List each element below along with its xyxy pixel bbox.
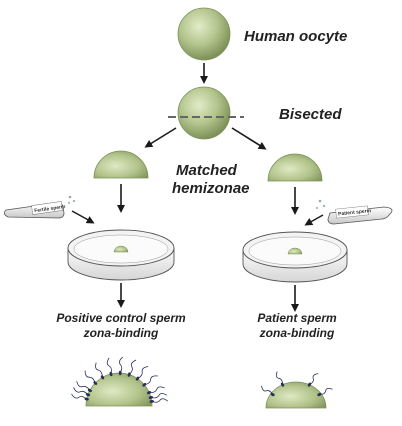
sperm-tail <box>95 362 103 378</box>
left-hemizona-icon <box>93 150 149 179</box>
matched-label-line1: Matched <box>176 162 238 179</box>
right-droplets-icon <box>316 199 326 209</box>
sperm-cell-icon <box>147 391 152 395</box>
sperm-tail <box>319 387 333 395</box>
sperm-tail <box>150 393 168 399</box>
matched-label-line2: hemizonae <box>172 180 250 197</box>
arrow-tube-right <box>304 214 324 226</box>
sperm-cell-icon <box>109 371 113 377</box>
right-result-hemizona-icon <box>265 381 327 409</box>
sperm-cell-icon <box>127 372 131 377</box>
sperm-tail <box>128 359 137 375</box>
sperm-tail <box>275 371 283 385</box>
bisected-oocyte-icon <box>177 86 231 140</box>
bisected-label: Bisected <box>279 106 342 123</box>
sperm-tail <box>84 370 96 384</box>
left-tube-label: Fertile sperm <box>34 204 66 214</box>
sperm-tail <box>73 387 89 395</box>
sperm-cell-icon <box>93 381 98 385</box>
sperm-cell-icon <box>270 392 275 397</box>
right-sperm-tube-icon: Patient sperm <box>327 205 393 225</box>
sperm-tail <box>76 381 91 391</box>
sperm-cell-icon <box>100 375 105 380</box>
sperm-cell-icon <box>84 397 89 401</box>
sperm-tail <box>151 398 169 403</box>
sperm-tail <box>106 357 112 375</box>
left-result-label-line1: Positive control sperm <box>56 311 186 325</box>
sperm-tail <box>149 386 165 394</box>
sperm-tail <box>309 373 319 385</box>
left-bound-sperm-group <box>71 356 169 403</box>
sperm-cell-icon <box>148 396 154 399</box>
left-sperm-tube-icon: Fertile sperm <box>4 201 66 219</box>
right-tube-label: Patient sperm <box>338 208 372 217</box>
sperm-cell-icon <box>317 392 322 397</box>
sperm-cell-icon <box>87 388 92 393</box>
sperm-cell-icon <box>280 382 285 387</box>
sperm-cell-icon <box>307 382 312 387</box>
sperm-tail <box>118 356 123 374</box>
right-result-label-line2: zona-binding <box>259 326 335 340</box>
sperm-cell-icon <box>118 370 122 376</box>
sperm-cell-icon <box>142 383 147 387</box>
arrow-diagonal-right <box>231 127 267 150</box>
sperm-tail <box>144 375 158 386</box>
sperm-cell-icon <box>85 393 91 397</box>
arrow-diagonal-left <box>144 127 177 148</box>
right-petri-dish-icon <box>242 231 348 283</box>
sperm-cell-icon <box>149 399 154 403</box>
left-droplets-icon <box>68 195 76 204</box>
right-hemizona-icon <box>267 153 323 182</box>
sperm-tail <box>71 393 87 400</box>
oocyte-label: Human oocyte <box>244 28 347 45</box>
sperm-cell-icon <box>135 376 140 381</box>
oocyte-sphere-icon <box>177 7 231 61</box>
right-bound-sperm-group <box>261 371 333 397</box>
left-petri-dish-icon <box>67 229 175 281</box>
left-result-label-line2: zona-binding <box>83 326 159 340</box>
sperm-tail <box>137 366 149 379</box>
right-result-label-line1: Patient sperm <box>257 311 337 325</box>
left-result-hemizona-icon <box>85 372 153 407</box>
arrow-tube-left <box>71 210 95 224</box>
sperm-tail <box>261 385 273 395</box>
